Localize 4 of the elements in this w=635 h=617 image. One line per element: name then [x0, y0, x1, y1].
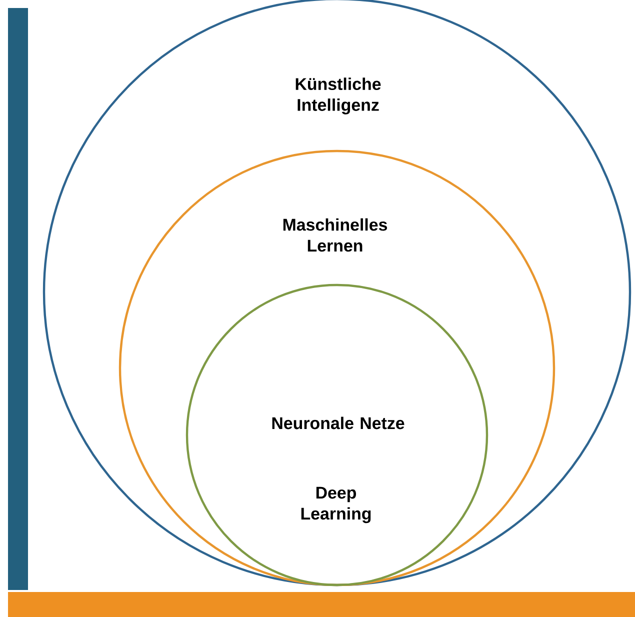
circle-label: Künstliche Intelligenz	[296, 78, 381, 114]
circle-label: Neuronale Netze	[272, 416, 404, 430]
circle-label: Deep Learning	[301, 486, 371, 524]
circle-label: Maschinelles Lernen	[283, 218, 388, 252]
